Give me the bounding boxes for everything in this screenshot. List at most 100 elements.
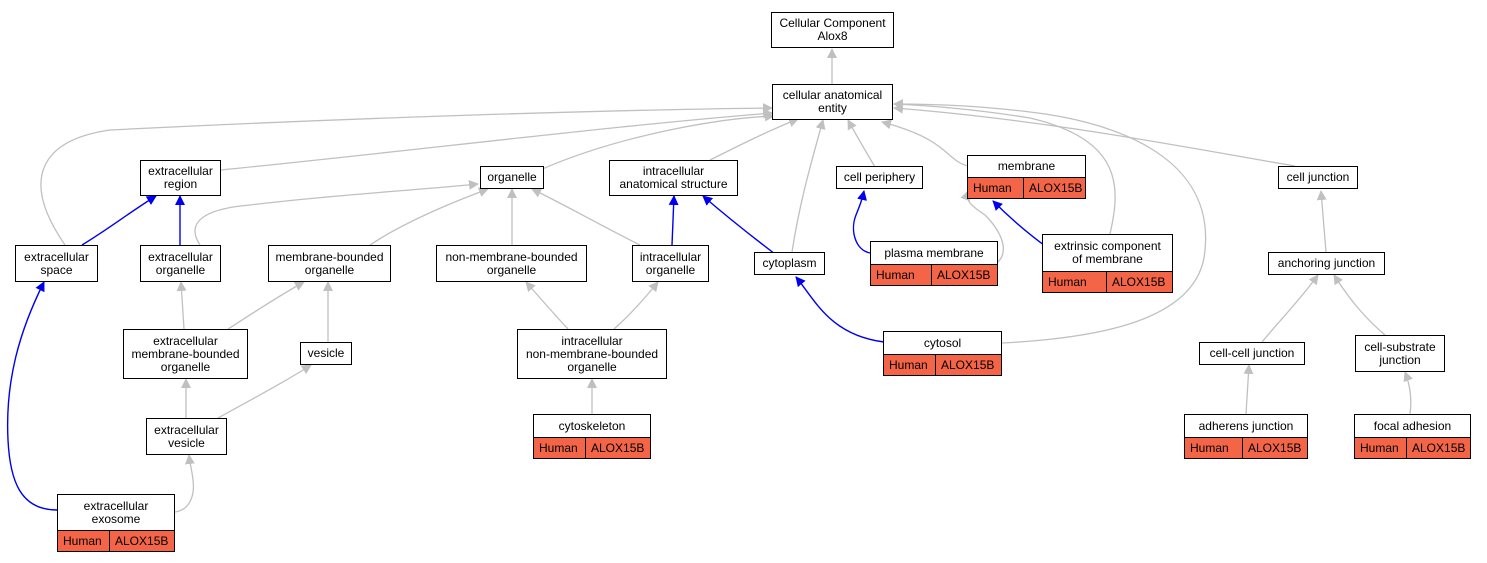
node-adherens-junction[interactable]: adherens junction Human ALOX15B xyxy=(1184,414,1308,459)
node-intracellular-non-membrane-bounded-organelle[interactable]: intracellular non-membrane-bounded organ… xyxy=(517,329,667,379)
node-cytoplasm[interactable]: cytoplasm xyxy=(754,252,825,275)
edge-inmbo-io xyxy=(613,281,659,330)
node-label: extracellular vesicle xyxy=(154,422,219,450)
edge-mbo-org xyxy=(369,187,489,246)
edge-es-er xyxy=(81,195,157,246)
node-focal-adhesion[interactable]: focal adhesion Human ALOX15B xyxy=(1354,414,1471,459)
inferred-edges xyxy=(40,48,1413,513)
node-label: cell periphery xyxy=(843,170,916,184)
node-plasma-membrane[interactable]: plasma membrane Human ALOX15B xyxy=(870,241,998,286)
node-label: extracellular membrane-bounded organelle xyxy=(131,333,240,374)
edge-embo-eo xyxy=(176,281,187,330)
node-label: vesicle xyxy=(307,346,345,360)
species-cell: Human xyxy=(876,267,915,282)
node-vesicle[interactable]: vesicle xyxy=(300,342,352,365)
species-cell: Human xyxy=(889,357,928,372)
species-cell: Human xyxy=(1360,440,1399,455)
edge-ecm-mem xyxy=(992,200,1049,249)
edge-mem-cae xyxy=(881,119,969,167)
edge-io-org xyxy=(531,188,641,246)
node-label: cell-cell junction xyxy=(1209,346,1295,360)
node-label: focal adhesion xyxy=(1373,418,1452,433)
node-membrane-bounded-organelle[interactable]: membrane-bounded organelle xyxy=(268,245,391,282)
node-label: membrane xyxy=(997,159,1056,173)
node-intracellular-organelle[interactable]: intracellular organelle xyxy=(632,245,709,282)
edge-ecm-cae xyxy=(893,99,1116,235)
node-label: cell-substrate junction xyxy=(1364,339,1436,367)
node-label: plasma membrane xyxy=(884,245,984,260)
node-non-membrane-bounded-organelle[interactable]: non-membrane-bounded organelle xyxy=(436,245,587,282)
node-label: intracellular organelle xyxy=(639,249,702,277)
edge-aj-cj xyxy=(1316,190,1327,253)
node-cell-periphery[interactable]: cell periphery xyxy=(836,166,923,189)
node-label: intracellular anatomical structure xyxy=(619,164,728,191)
annotation-row: Human ALOX15B xyxy=(871,264,997,285)
edge-exo-ev xyxy=(174,454,195,513)
node-label: cytosol xyxy=(923,335,962,350)
node-label: cell junction xyxy=(1286,170,1350,184)
node-cell-junction[interactable]: cell junction xyxy=(1278,166,1358,189)
edge-cyto-ias xyxy=(702,195,776,255)
node-cellular-anatomical-entity[interactable]: cellular anatomical entity xyxy=(772,84,893,120)
edge-inmbo-nmbo xyxy=(525,281,569,330)
node-extracellular-membrane-bounded-organelle[interactable]: extracellular membrane-bounded organelle xyxy=(123,329,248,379)
edge-er-cae xyxy=(220,108,773,171)
gene-cell: ALOX15B xyxy=(1023,178,1082,198)
node-extracellular-exosome[interactable]: extracellular exosome Human ALOX15B xyxy=(57,494,175,552)
node-label: Cellular Component Alox8 xyxy=(779,16,886,43)
node-label: extracellular region xyxy=(148,164,213,191)
gene-cell: ALOX15B xyxy=(1106,272,1165,292)
edge-org-cae xyxy=(539,111,775,171)
edge-ev-ves xyxy=(217,364,312,419)
node-membrane[interactable]: membrane Human ALOX15B xyxy=(967,155,1086,199)
node-label: cytoskeleton xyxy=(558,418,626,433)
node-cytoskeleton[interactable]: cytoskeleton Human ALOX15B xyxy=(533,414,651,459)
node-label: adherens junction xyxy=(1198,418,1294,433)
edge-cp-cae xyxy=(847,119,876,168)
node-cell-substrate-junction[interactable]: cell-substrate junction xyxy=(1355,335,1445,372)
species-cell: Human xyxy=(539,440,578,455)
annotation-row: Human ALOX15B xyxy=(1043,271,1172,292)
node-cell-cell-junction[interactable]: cell-cell junction xyxy=(1199,342,1305,365)
node-extracellular-vesicle[interactable]: extracellular vesicle xyxy=(146,418,227,455)
edge-cytosol-cyto xyxy=(795,276,885,343)
node-label: anchoring junction xyxy=(1277,256,1376,270)
annotation-row: Human ALOX15B xyxy=(534,437,650,458)
node-label: non-membrane-bounded organelle xyxy=(445,249,578,277)
edge-embo-mbo xyxy=(227,281,305,330)
node-intracellular-anatomical-structure[interactable]: intracellular anatomical structure xyxy=(609,160,738,196)
edge-io-ias xyxy=(668,195,679,246)
node-cytosol[interactable]: cytosol Human ALOX15B xyxy=(883,331,1002,376)
node-extrinsic-component-of-membrane[interactable]: extrinsic component of membrane Human AL… xyxy=(1042,234,1173,293)
node-organelle[interactable]: organelle xyxy=(480,166,544,189)
node-extracellular-organelle[interactable]: extracellular organelle xyxy=(140,245,221,282)
direct-edges xyxy=(6,190,1049,511)
annotation-row: Human ALOX15B xyxy=(968,177,1085,198)
node-label: extracellular organelle xyxy=(148,249,213,277)
node-label: organelle xyxy=(487,170,537,184)
edge-cyto-cae xyxy=(791,119,826,253)
edge-cytosol-cae xyxy=(893,99,1207,344)
annotation-row: Human ALOX15B xyxy=(1185,437,1307,458)
edge-csj-aj xyxy=(1333,274,1386,336)
node-label: cellular anatomical entity xyxy=(782,88,883,115)
node-extracellular-space[interactable]: extracellular space xyxy=(15,245,98,282)
annotation-row: Human ALOX15B xyxy=(1355,437,1470,458)
edge-eo-org xyxy=(194,179,479,246)
species-cell: Human xyxy=(1190,440,1229,455)
node-cellular-component-alox8[interactable]: Cellular Component Alox8 xyxy=(771,12,894,48)
edge-pm-cp xyxy=(852,190,871,254)
node-label: extracellular space xyxy=(24,249,89,277)
annotation-row: Human ALOX15B xyxy=(884,354,1001,375)
species-cell: Human xyxy=(1048,274,1087,289)
gene-cell: ALOX15B xyxy=(1242,438,1301,458)
node-label: intracellular non-membrane-bounded organ… xyxy=(525,333,659,374)
gene-cell: ALOX15B xyxy=(109,531,168,551)
gene-cell: ALOX15B xyxy=(931,265,990,285)
gene-cell: ALOX15B xyxy=(585,438,644,458)
node-extracellular-region[interactable]: extracellular region xyxy=(140,160,221,196)
species-cell: Human xyxy=(973,180,1012,195)
node-anchoring-junction[interactable]: anchoring junction xyxy=(1268,252,1385,275)
edge-exo-es xyxy=(6,281,58,511)
